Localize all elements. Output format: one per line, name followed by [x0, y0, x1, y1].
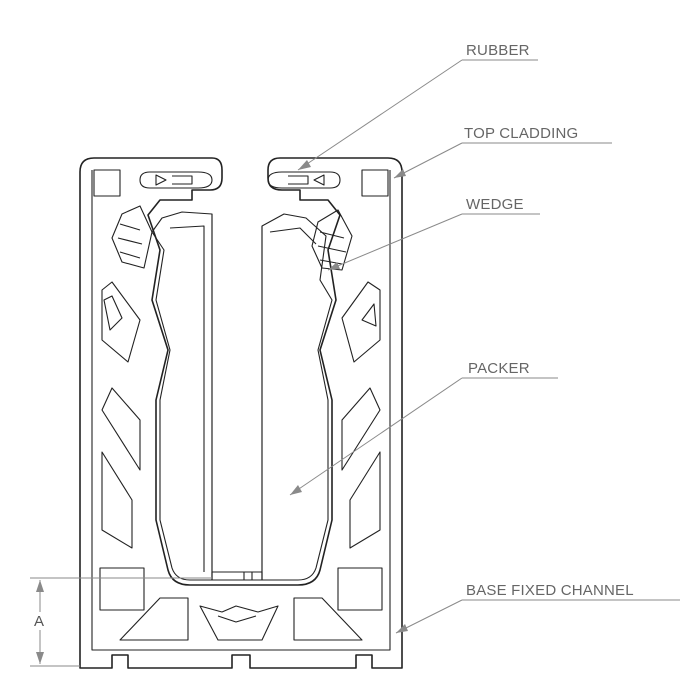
glass-slot: [211, 214, 263, 581]
web-cavities-bottom: [119, 597, 363, 641]
packer-left: [151, 211, 213, 581]
leader-lines: [289, 59, 680, 634]
rubber-gasket-left: [139, 171, 213, 189]
label-top-cladding: TOP CLADDING: [464, 125, 578, 142]
packer-right: [261, 213, 333, 581]
wedge-left: [111, 205, 153, 269]
web-cavities-right: [337, 281, 383, 611]
dimension-a: A: [30, 577, 212, 667]
base-fixed-channel-profile: [79, 157, 403, 669]
label-packer: PACKER: [468, 360, 530, 377]
label-rubber: RUBBER: [466, 42, 530, 59]
web-cavities-left: [99, 281, 145, 611]
label-wedge: WEDGE: [466, 196, 524, 213]
dimension-label-a: A: [34, 613, 44, 630]
label-base-fixed-channel: BASE FIXED CHANNEL: [466, 582, 634, 599]
wedge-right: [311, 209, 353, 271]
rubber-gasket-right: [267, 171, 341, 189]
